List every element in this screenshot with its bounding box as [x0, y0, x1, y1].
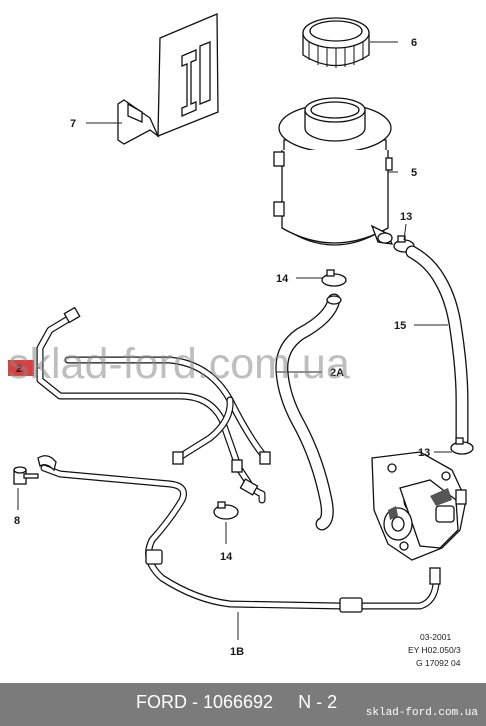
callout-2: 2: [16, 363, 22, 375]
leader-lines: [17, 41, 452, 640]
reference-code: EY H02.050/3: [408, 645, 461, 655]
footer-title: FORD - 1066692 N - 2: [136, 692, 338, 712]
callout-13-lower: 13: [418, 447, 430, 459]
callout-2a: 2A: [330, 367, 344, 379]
callout-2-marker: [8, 360, 34, 376]
callout-14-lower: 14: [220, 551, 233, 563]
hose-clamp-lower: [450, 437, 474, 455]
parts-diagram: 6 7 5 13 14 15 2 2A 13 8 14 1B 03-2001 E…: [8, 13, 474, 668]
callout-13-upper: 13: [400, 211, 412, 223]
supply-hose-2a: [275, 293, 342, 531]
callout-14-upper: 14: [276, 273, 289, 285]
callout-6: 6: [411, 37, 417, 49]
mounting-bracket: [117, 13, 219, 145]
clip: [37, 455, 57, 472]
callout-15: 15: [394, 320, 406, 332]
return-hose: [405, 245, 469, 447]
watermark-text: sklad-ford.com.ua: [8, 340, 350, 388]
reservoir-cap: [302, 17, 370, 68]
reference-number: G 17092 04: [416, 658, 461, 668]
hose-clamp-14-upper: [321, 269, 347, 287]
pressure-pipes-2: [36, 306, 271, 504]
fluid-reservoir: [273, 97, 394, 246]
bolt: [13, 466, 39, 485]
power-steering-pump: [371, 451, 467, 561]
callout-1b: 1B: [230, 646, 244, 658]
callout-7: 7: [70, 118, 76, 130]
footer-site-link[interactable]: sklad-ford.com.ua: [365, 707, 478, 719]
hose-clamp-14-lower: [213, 501, 239, 520]
reference-date: 03-2001: [420, 632, 451, 642]
callout-8: 8: [14, 515, 20, 527]
pressure-line-1b: [40, 464, 441, 613]
callout-5: 5: [411, 167, 417, 179]
footer-bar: FORD - 1066692 N - 2 sklad-ford.com.ua: [0, 683, 486, 726]
